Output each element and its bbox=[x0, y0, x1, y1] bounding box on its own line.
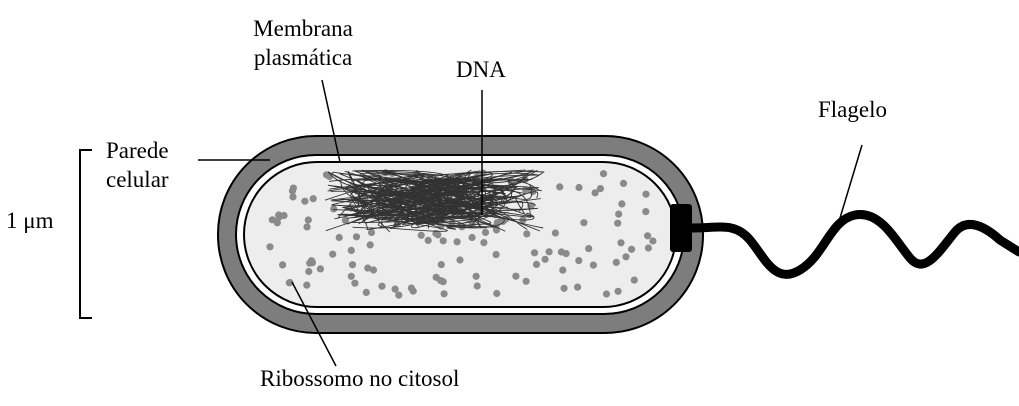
ribosome-dot bbox=[622, 253, 629, 260]
ribosome-dot bbox=[330, 205, 337, 212]
ribosome-dot bbox=[418, 232, 425, 239]
ribosome-dot bbox=[603, 290, 610, 297]
ribosome-dot bbox=[367, 241, 374, 248]
ribosome-dot bbox=[556, 183, 563, 190]
ribosome-dot bbox=[353, 233, 360, 240]
ribosome-dot bbox=[600, 170, 607, 177]
ribosome-dot bbox=[305, 268, 312, 275]
ribosome-dot bbox=[512, 273, 519, 280]
ribosome-dot bbox=[628, 246, 635, 253]
ribosome-dot bbox=[289, 193, 296, 200]
ribosome-dot bbox=[378, 283, 385, 290]
ribosome-dot bbox=[303, 223, 310, 230]
flagellum bbox=[690, 214, 1019, 274]
ribosome-dot bbox=[473, 273, 480, 280]
ribosome-dot bbox=[469, 234, 476, 241]
scale-bar bbox=[80, 150, 92, 318]
ribosome-dot bbox=[305, 216, 312, 223]
ribosome-dot bbox=[364, 265, 371, 272]
ribosome-dot bbox=[456, 256, 463, 263]
ribosome-dot bbox=[542, 256, 549, 263]
ribosome-dot bbox=[561, 285, 568, 292]
ribosome-dot bbox=[425, 237, 432, 244]
ribosome-dot bbox=[348, 247, 355, 254]
ribosome-dot bbox=[437, 277, 444, 284]
ribosome-dot bbox=[615, 211, 622, 218]
ribosome-dot bbox=[575, 184, 582, 191]
ribosome-dot bbox=[279, 261, 286, 268]
ribosome-dot bbox=[474, 282, 481, 289]
ribosome-dot bbox=[585, 245, 592, 252]
wall-label-line1: Parede bbox=[106, 138, 169, 164]
flagellum-leader bbox=[840, 145, 862, 218]
ribosome-dot bbox=[351, 280, 358, 287]
flagellum-label: Flagelo bbox=[818, 97, 887, 123]
ribosome-dot bbox=[552, 229, 559, 236]
ribosome-dot bbox=[310, 195, 317, 202]
ribosome-dot bbox=[533, 261, 540, 268]
ribosome-dot bbox=[303, 282, 310, 289]
ribosome-dot bbox=[546, 248, 553, 255]
ribosome-dot bbox=[392, 286, 399, 293]
ribosome-dot bbox=[493, 290, 500, 297]
ribosome-dot bbox=[317, 265, 324, 272]
ribosome-dot bbox=[523, 230, 530, 237]
ribosome-dot bbox=[301, 198, 308, 205]
ribosome-dot bbox=[592, 189, 599, 196]
membrane-label-line2: plasmática bbox=[236, 45, 370, 71]
ribosome-dot bbox=[440, 237, 447, 244]
ribosome-dot bbox=[649, 237, 656, 244]
ribosome-dot bbox=[493, 251, 500, 258]
ribosome-dot bbox=[645, 244, 652, 251]
ribosome-dot bbox=[523, 278, 530, 285]
ribosome-label: Ribossomo no citosol bbox=[260, 366, 459, 392]
ribosome-dot bbox=[480, 239, 487, 246]
ribosome-dot bbox=[454, 238, 461, 245]
ribosome-dot bbox=[575, 257, 582, 264]
ribosome-dot bbox=[348, 273, 355, 280]
ribosome-dot bbox=[615, 288, 622, 295]
ribosome-dot bbox=[269, 216, 276, 223]
dna-label: DNA bbox=[456, 57, 506, 83]
wall-label-line2: celular bbox=[106, 167, 169, 193]
ribosome-dot bbox=[558, 248, 565, 255]
ribosome-dot bbox=[613, 259, 620, 266]
ribosome-dot bbox=[336, 234, 343, 241]
ribosome-dot bbox=[482, 229, 489, 236]
ribosome-dot bbox=[559, 267, 566, 274]
ribosome-dot bbox=[438, 261, 445, 268]
ribosome-dot bbox=[275, 211, 282, 218]
membrane-label-line1: Membrana bbox=[236, 16, 370, 42]
ribosome-dot bbox=[349, 261, 356, 268]
ribosome-dot bbox=[363, 289, 370, 296]
ribosome-dot bbox=[308, 257, 315, 264]
ribosome-dot bbox=[642, 208, 649, 215]
ribosome-dot bbox=[590, 262, 597, 269]
ribosome-dot bbox=[266, 243, 273, 250]
ribosome-dot bbox=[617, 239, 624, 246]
ribosome-dot bbox=[290, 185, 297, 192]
ribosome-dot bbox=[368, 229, 375, 236]
ribosome-dot bbox=[441, 290, 448, 297]
ribosome-dot bbox=[408, 285, 415, 292]
ribosome-dot bbox=[631, 277, 638, 284]
ribosome-dot bbox=[574, 284, 581, 291]
ribosome-dot bbox=[620, 180, 627, 187]
ribosome-dot bbox=[644, 232, 651, 239]
ribosome-dot bbox=[618, 200, 625, 207]
scale-label: 1 μm bbox=[6, 208, 53, 234]
ribosome-dot bbox=[580, 219, 587, 226]
ribosome-dot bbox=[329, 251, 336, 258]
ribosome-dot bbox=[395, 292, 402, 299]
ribosome-dot bbox=[642, 191, 649, 198]
ribosome-dot bbox=[531, 249, 538, 256]
ribosome-dot bbox=[614, 220, 621, 227]
